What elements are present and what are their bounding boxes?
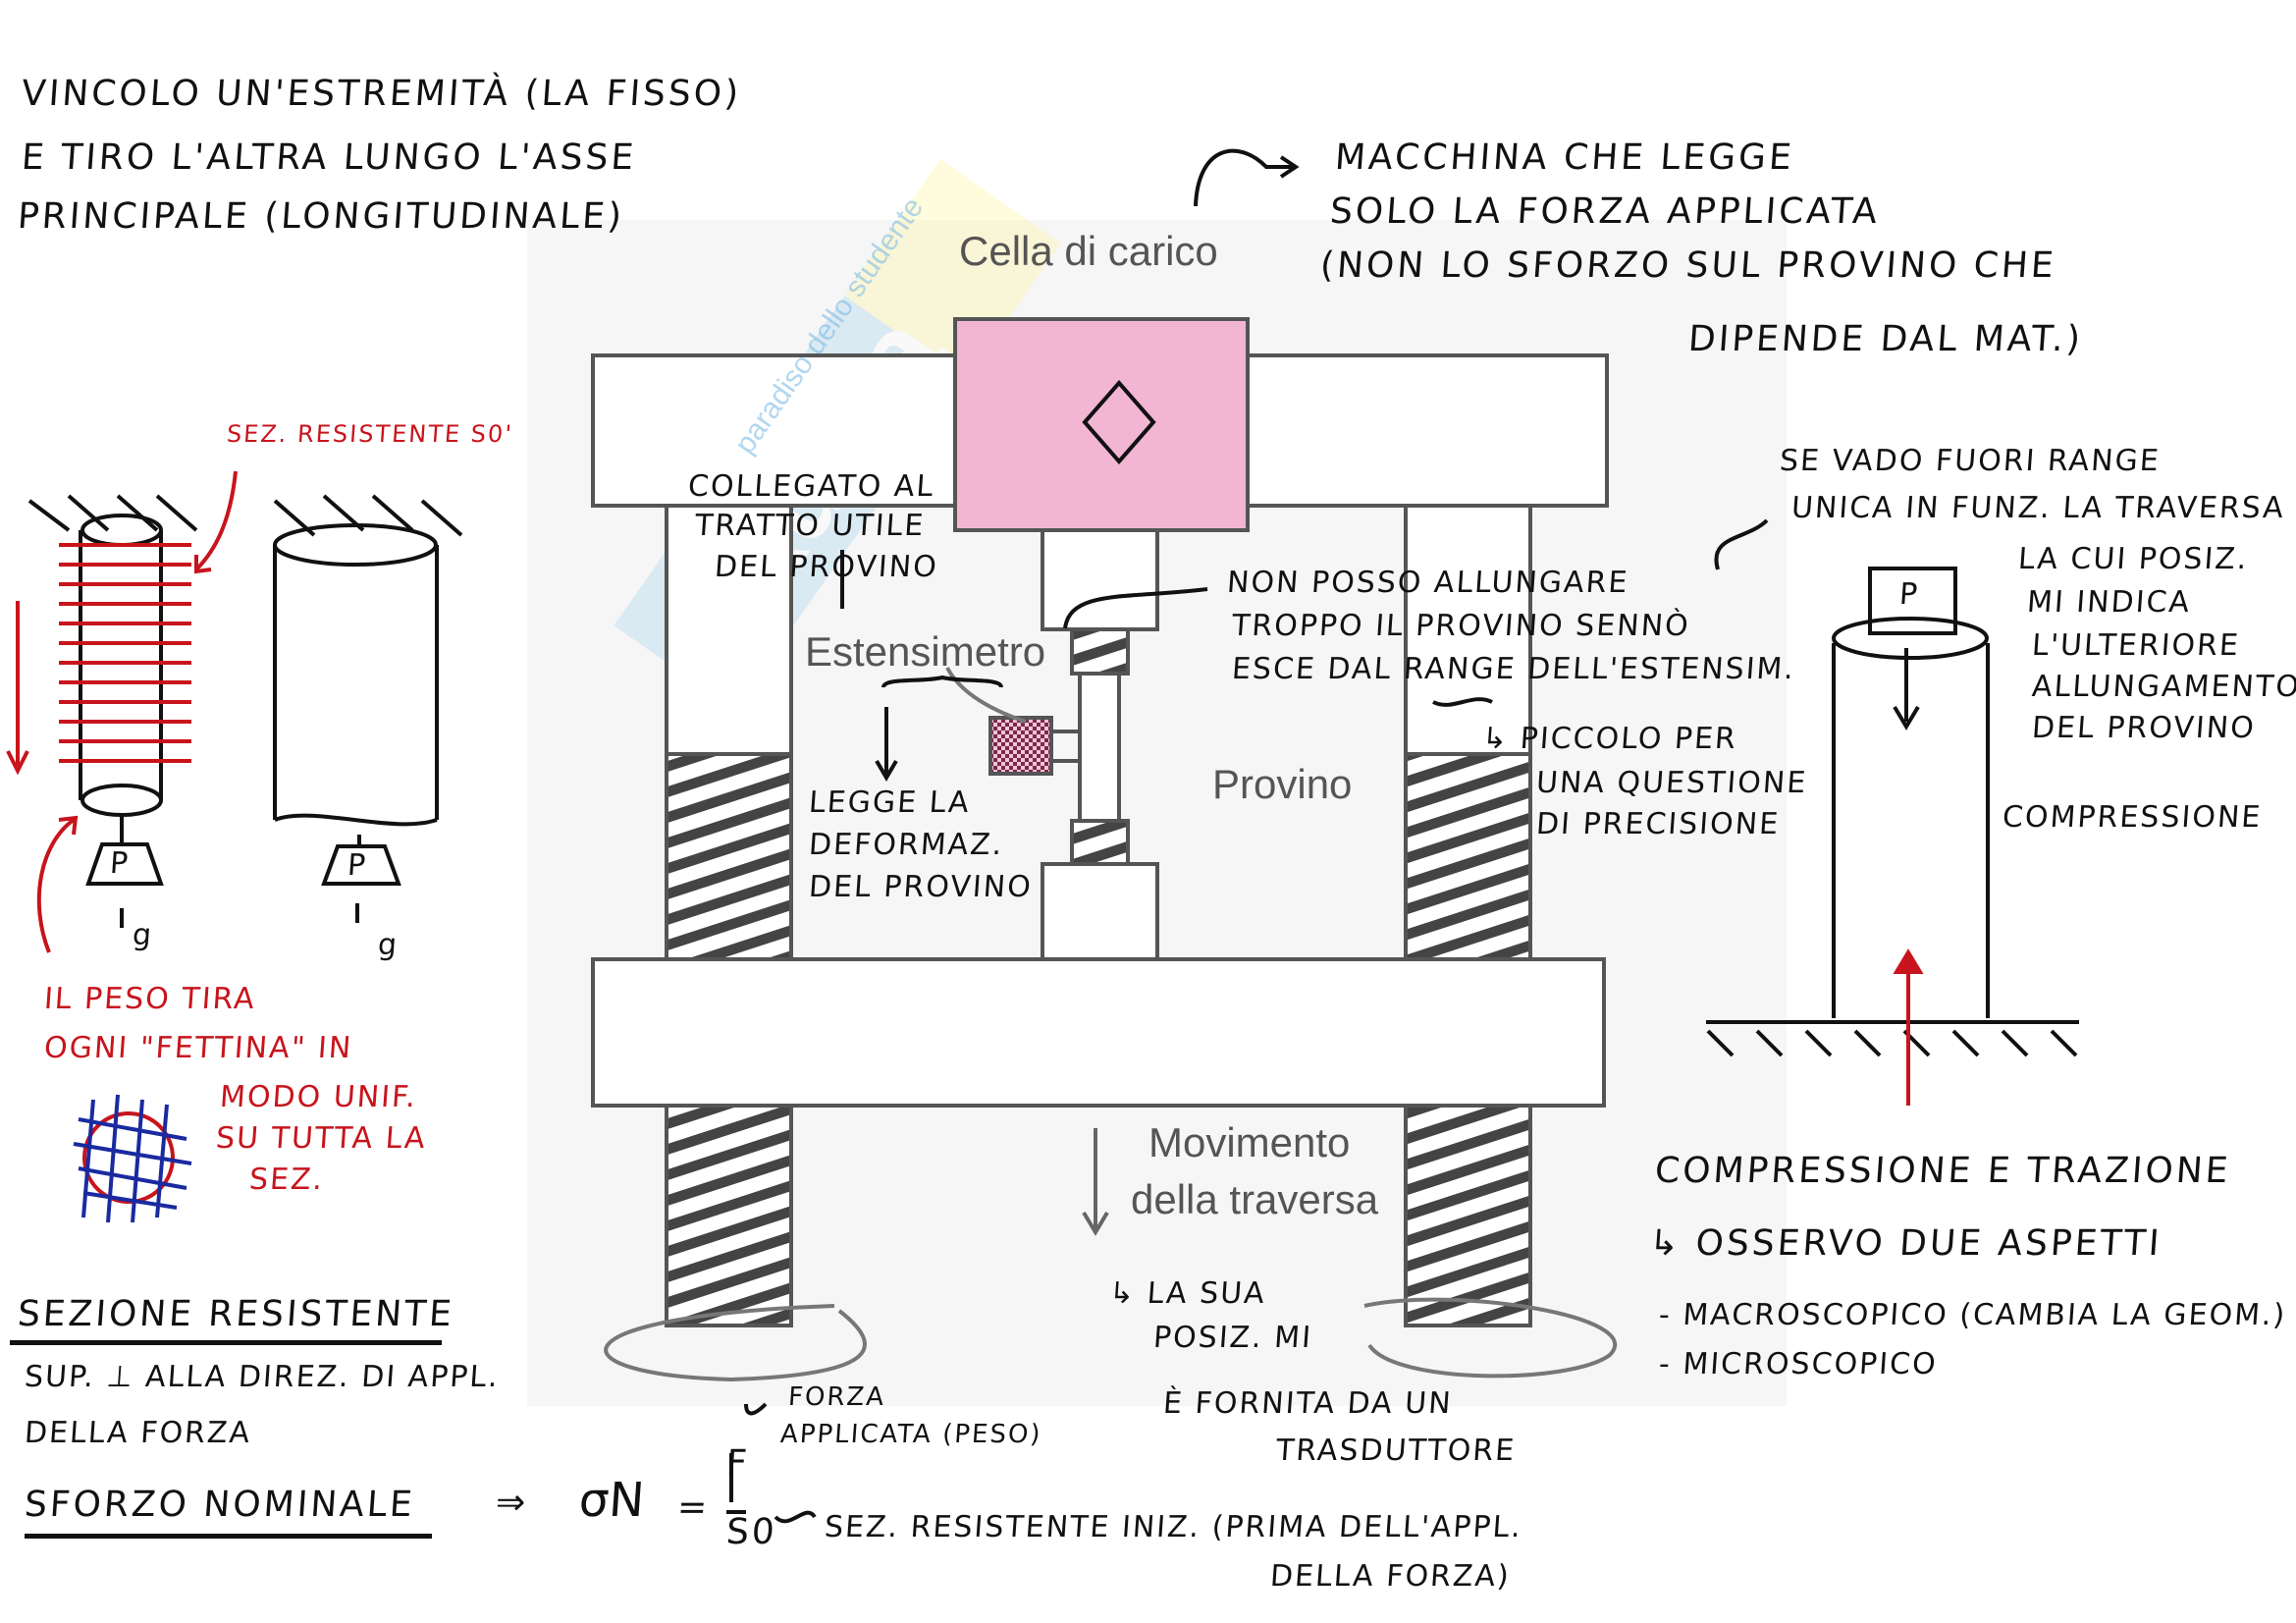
left-screw-lower bbox=[665, 1104, 793, 1327]
right-screw-upper bbox=[1404, 752, 1532, 961]
extensometer-label: Estensimetro bbox=[805, 628, 1046, 675]
section-title-underline bbox=[10, 1340, 442, 1345]
force-note-1: FORZA bbox=[786, 1382, 887, 1412]
note-top-right-1: MACCHINA CHE LEGGE bbox=[1333, 137, 1796, 178]
comp-trac-1: COMPRESSIONE E TRAZIONE bbox=[1653, 1151, 2232, 1191]
left-screw-upper bbox=[665, 752, 793, 961]
comp-trac-3: - MACROSCOPICO (CAMBIA LA GEOM.) bbox=[1657, 1298, 2288, 1332]
initial-section-2: DELLA FORZA) bbox=[1268, 1559, 1512, 1594]
note-top-right-3: (NON LO SFORZO SUL PROVINO CHE bbox=[1318, 245, 2058, 286]
red-annotations bbox=[6, 470, 1924, 1204]
right-rotation-arrow bbox=[1363, 1297, 1618, 1379]
gravity-symbol-2: g bbox=[376, 928, 400, 962]
reads-note-2: DEFORMAZ. bbox=[807, 828, 1005, 862]
range-note-2: UNICA IN FUNZ. LA TRAVERSA bbox=[1789, 491, 2287, 525]
hand-sketches bbox=[27, 148, 2079, 1524]
stretch-note-1: NON POSSO ALLUNGARE bbox=[1225, 566, 1630, 600]
small-note-1: ↳ PICCOLO PER bbox=[1480, 722, 1739, 756]
transducer-note-2: POSIZ. MI bbox=[1151, 1321, 1314, 1355]
sigma-symbol: σN bbox=[577, 1473, 647, 1528]
weight-symbol-1: P bbox=[108, 846, 132, 881]
section-def-2: DELLA FORZA bbox=[23, 1416, 253, 1450]
comp-trac-4: - MICROSCOPICO bbox=[1657, 1347, 1939, 1381]
initial-section-1: SEZ. RESISTENTE INIZ. (PRIMA DELL'APPL. bbox=[823, 1510, 1524, 1544]
implies-symbol: ⇒ bbox=[494, 1483, 530, 1523]
transducer-note-3: È FORNITA DA UN bbox=[1161, 1386, 1454, 1421]
note-top-left-3: PRINCIPALE (LONGITUDINALE) bbox=[16, 196, 626, 237]
gravity-symbol-1: g bbox=[131, 918, 155, 952]
reads-note-1: LEGGE LA bbox=[807, 785, 972, 820]
connected-note-3: DEL PROVINO bbox=[713, 550, 939, 584]
section-def-1: SUP. ⊥ ALLA DIREZ. DI APPL. bbox=[23, 1360, 501, 1394]
note-top-right-4: DIPENDE DAL MAT.) bbox=[1686, 319, 2085, 359]
crosshead-label-2: della traversa bbox=[1131, 1176, 1379, 1222]
range-note-1: SE VADO FUORI RANGE bbox=[1778, 444, 2162, 478]
compression-weight-symbol: P bbox=[1897, 577, 1921, 612]
transducer-note-1: ↳ LA SUA bbox=[1107, 1276, 1267, 1311]
small-note-2: UNA QUESTIONE bbox=[1534, 766, 1809, 800]
note-top-left-2: E TIRO L'ALTRA LUNGO L'ASSE bbox=[20, 137, 638, 178]
compression-label: COMPRESSIONE bbox=[2001, 800, 2264, 835]
formula-numerator: F bbox=[724, 1443, 752, 1484]
stretch-note-2: TROPPO IL PROVINO SENNÒ bbox=[1230, 609, 1691, 643]
extensometer-box bbox=[988, 716, 1053, 776]
comp-trac-2: ↳ OSSERVO DUE ASPETTI bbox=[1647, 1223, 2163, 1264]
nominal-stress-title: SFORZO NOMINALE bbox=[23, 1485, 417, 1525]
note-top-left-1: VINCOLO UN'ESTREMITÀ (LA FISSO) bbox=[20, 74, 743, 114]
lower-specimen-thread bbox=[1070, 819, 1130, 866]
upper-specimen-thread bbox=[1070, 627, 1130, 676]
section-title: SEZIONE RESISTENTE bbox=[16, 1294, 456, 1334]
specimen-rod bbox=[1078, 672, 1121, 823]
small-note-3: DI PRECISIONE bbox=[1534, 807, 1782, 841]
force-note-2: APPLICATA (PESO) bbox=[778, 1420, 1043, 1449]
weight-note-4: SU TUTTA LA bbox=[214, 1121, 428, 1156]
reads-note-3: DEL PROVINO bbox=[807, 870, 1034, 904]
lower-crossbar bbox=[591, 957, 1606, 1108]
transducer-note-4: TRASDUTTORE bbox=[1274, 1434, 1518, 1468]
testing-machine bbox=[591, 317, 1618, 1382]
load-cell-label: Cella di carico bbox=[959, 228, 1218, 274]
weight-note-1: IL PESO TIRA bbox=[42, 982, 257, 1016]
position-note-2: MI INDICA bbox=[2025, 585, 2193, 620]
upper-grip bbox=[1041, 528, 1159, 631]
connected-note-2: TRATTO UTILE bbox=[693, 509, 927, 543]
equals-symbol: = bbox=[675, 1488, 712, 1528]
right-screw-lower bbox=[1404, 1104, 1532, 1327]
position-note-3: L'ULTERIORE bbox=[2030, 628, 2242, 663]
formula-denominator: S0 bbox=[724, 1512, 779, 1552]
connected-note-1: COLLEGATO AL bbox=[686, 469, 936, 504]
lower-grip bbox=[1041, 862, 1159, 961]
crosshead-label-1: Movimento bbox=[1148, 1119, 1351, 1165]
specimen-label: Provino bbox=[1212, 761, 1353, 807]
weight-note-3: MODO UNIF. bbox=[218, 1080, 419, 1114]
section-label: SEZ. RESISTENTE S0' bbox=[226, 420, 514, 448]
weight-symbol-2: P bbox=[346, 848, 369, 883]
stretch-note-3: ESCE DAL RANGE DELL'ESTENSIM. bbox=[1230, 652, 1797, 686]
position-note-1: LA CUI POSIZ. bbox=[2016, 542, 2250, 576]
mesh-sketch bbox=[73, 1094, 192, 1223]
position-note-5: DEL PROVINO bbox=[2030, 711, 2257, 745]
weight-note-2: OGNI "FETTINA" IN bbox=[42, 1031, 354, 1065]
wheatstone-bridge-sketch bbox=[1082, 379, 1156, 465]
load-cell bbox=[953, 317, 1250, 532]
position-note-4: ALLUNGAMENTO bbox=[2030, 670, 2296, 704]
left-rotation-arrow bbox=[604, 1304, 867, 1382]
left-column bbox=[665, 504, 793, 756]
nominal-stress-underline bbox=[25, 1534, 432, 1539]
note-top-right-2: SOLO LA FORZA APPLICATA bbox=[1328, 191, 1882, 232]
weight-note-5: SEZ. bbox=[247, 1163, 326, 1197]
